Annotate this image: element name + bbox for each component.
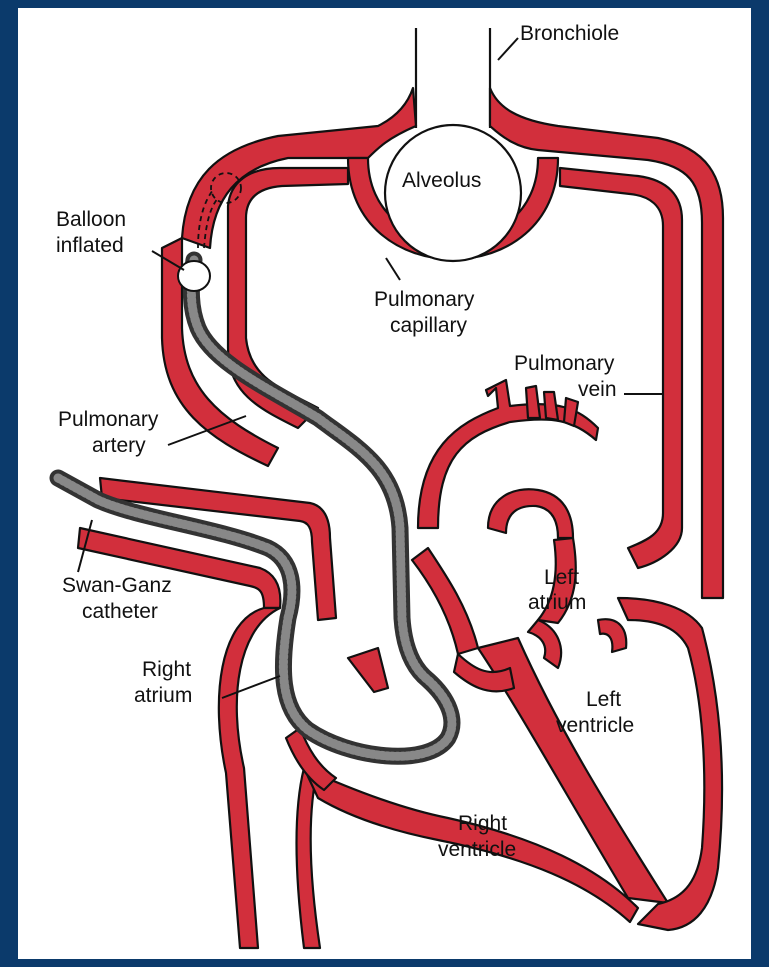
label-balloon-1: Balloon xyxy=(56,208,126,231)
label-right-atrium-2: atrium xyxy=(134,684,192,707)
label-left-atrium-1: Left xyxy=(544,566,579,589)
heart-lung-diagram: Bronchiole Alveolus Balloon inflated Pul… xyxy=(18,8,751,959)
balloon-shape xyxy=(178,261,210,291)
alveolus-shape xyxy=(385,125,521,261)
label-swan-ganz-2: catheter xyxy=(82,600,158,623)
label-pulmonary-artery-2: artery xyxy=(92,434,146,457)
label-right-atrium-1: Right xyxy=(142,658,191,681)
label-pulmonary-artery-1: Pulmonary xyxy=(58,408,159,431)
label-alveolus: Alveolus xyxy=(402,169,481,192)
label-left-atrium-2: atrium xyxy=(528,591,586,614)
swan-ganz-catheter xyxy=(58,173,452,756)
label-pulmonary-capillary-2: capillary xyxy=(390,314,468,337)
label-right-ventricle-1: Right xyxy=(458,812,507,835)
pulmonary-loop xyxy=(162,88,723,598)
label-balloon-2: inflated xyxy=(56,234,124,257)
bronchiole xyxy=(413,28,493,138)
label-left-ventricle-1: Left xyxy=(586,688,621,711)
label-pulmonary-capillary-1: Pulmonary xyxy=(374,288,475,311)
label-right-ventricle-2: ventricle xyxy=(438,838,516,861)
label-left-ventricle-2: ventricle xyxy=(556,714,634,737)
label-pulmonary-vein-1: Pulmonary xyxy=(514,352,615,375)
diagram-canvas: Bronchiole Alveolus Balloon inflated Pul… xyxy=(18,8,751,959)
label-swan-ganz-1: Swan-Ganz xyxy=(62,574,172,597)
label-pulmonary-vein-2: vein xyxy=(578,378,617,401)
label-bronchiole: Bronchiole xyxy=(520,22,619,45)
